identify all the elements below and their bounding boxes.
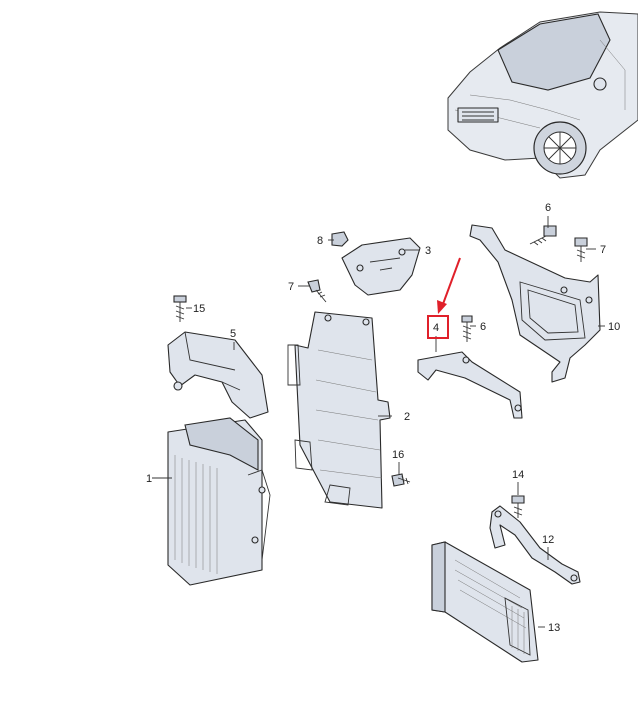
bolt-part-6-top <box>529 225 557 246</box>
bolt-part-6-middle <box>461 315 473 342</box>
vehicle-illustration <box>447 11 638 179</box>
callout-13: 13 <box>548 622 560 634</box>
nut-part-8 <box>331 231 349 247</box>
bracket-part-3 <box>341 237 421 296</box>
bolt-part-7-left <box>307 279 327 303</box>
callout-7-left: 7 <box>288 281 294 293</box>
cover-part-5 <box>167 331 269 419</box>
bracket-part-2 <box>287 311 391 509</box>
callout-8: 8 <box>317 235 323 247</box>
callout-12: 12 <box>542 534 554 546</box>
strap-part-4 <box>417 336 523 419</box>
callout-1: 1 <box>146 473 152 485</box>
callout-7-right: 7 <box>600 244 606 256</box>
callout-3: 3 <box>425 245 431 257</box>
callout-6-top: 6 <box>545 202 551 214</box>
bolt-part-14 <box>511 495 525 518</box>
callout-labels: 1 2 3 4 5 6 6 7 7 8 10 12 13 14 15 16 <box>146 202 620 634</box>
leader-lines <box>152 216 605 628</box>
callout-10: 10 <box>608 321 620 333</box>
frame-part-10 <box>469 224 601 383</box>
strap-part-12 <box>489 505 581 585</box>
bolt-part-15 <box>173 295 187 322</box>
callout-15: 15 <box>193 303 205 315</box>
bolt-part-7-right <box>574 237 588 262</box>
callout-4: 4 <box>433 322 439 334</box>
control-unit-part-1 <box>167 417 271 586</box>
callout-14: 14 <box>512 469 524 481</box>
callout-5: 5 <box>230 328 236 340</box>
module-part-13 <box>431 541 539 663</box>
red-arrow-icon <box>437 257 461 314</box>
callout-2: 2 <box>404 411 410 423</box>
bolt-part-16 <box>391 473 411 487</box>
highlight-box <box>427 315 449 339</box>
callout-6-middle: 6 <box>480 321 486 333</box>
callout-16: 16 <box>392 449 404 461</box>
